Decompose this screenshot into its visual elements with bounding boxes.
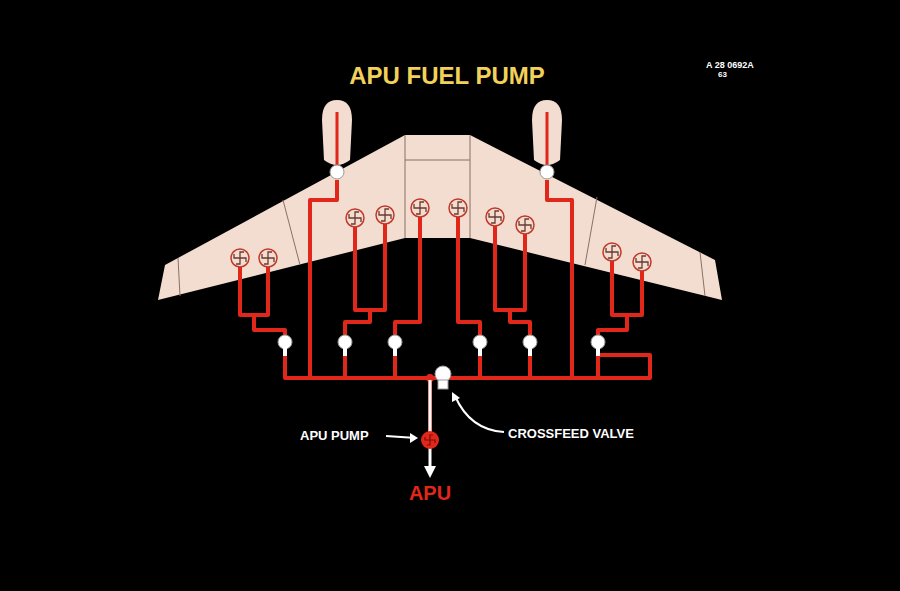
part-label: CROSSFEED VALVE [508, 426, 634, 441]
crossfeed-valve [435, 366, 451, 389]
reference-number: 63 [718, 70, 727, 79]
wing-outline [158, 135, 722, 300]
panel-lines [178, 135, 705, 296]
part-label: APU [409, 482, 451, 505]
apu-feed [421, 380, 439, 478]
shutoff-valves [278, 335, 605, 356]
leader-lines [386, 396, 504, 438]
boost-pumps [231, 165, 651, 271]
fuel-lines [240, 180, 650, 432]
reference-number: A 28 0692A [706, 60, 754, 70]
diagram-title: APU FUEL PUMP [349, 62, 545, 90]
part-label: APU PUMP [300, 428, 369, 443]
